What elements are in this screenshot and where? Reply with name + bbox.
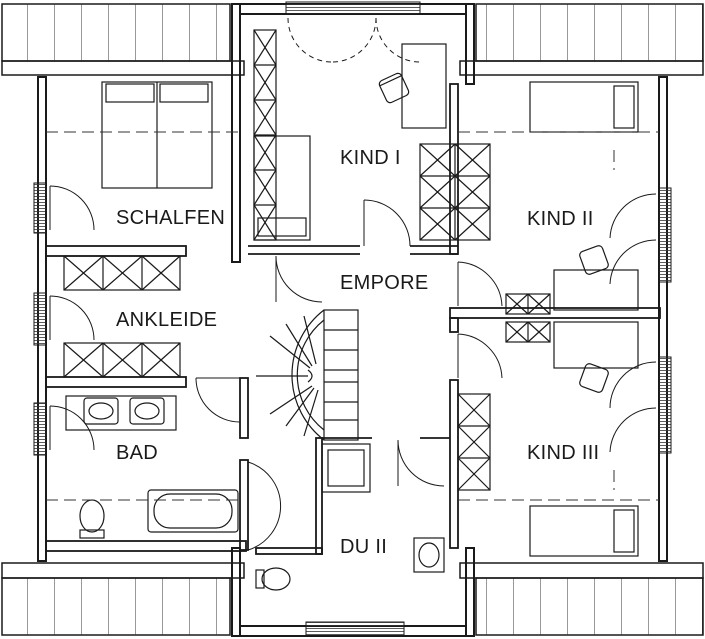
room-label-ankleide: ANKLEIDE	[116, 309, 218, 331]
roof-top-left	[1, 3, 245, 76]
beds	[101, 81, 639, 557]
roof-top-right	[459, 3, 704, 76]
room-label-du2: DU II	[340, 536, 388, 558]
wardrobes	[63, 29, 551, 491]
desks	[378, 43, 639, 393]
door-swings	[49, 17, 657, 551]
roof-bottom-left	[1, 562, 245, 636]
room-label-kind2: KIND II	[527, 208, 594, 230]
room-label-kind3: KIND III	[527, 442, 600, 464]
bath-fixtures	[65, 395, 445, 591]
room-label-schlafen: SCHALFEN	[116, 207, 226, 229]
slope-lines	[46, 131, 659, 501]
staircase	[256, 309, 359, 441]
room-label-kind1: KIND I	[340, 147, 401, 169]
room-label-bad: BAD	[116, 442, 159, 464]
roof-bottom-right	[459, 562, 704, 636]
interior-walls	[45, 83, 661, 555]
room-label-empore: EMPORE	[340, 272, 429, 294]
windows	[33, 1, 672, 637]
